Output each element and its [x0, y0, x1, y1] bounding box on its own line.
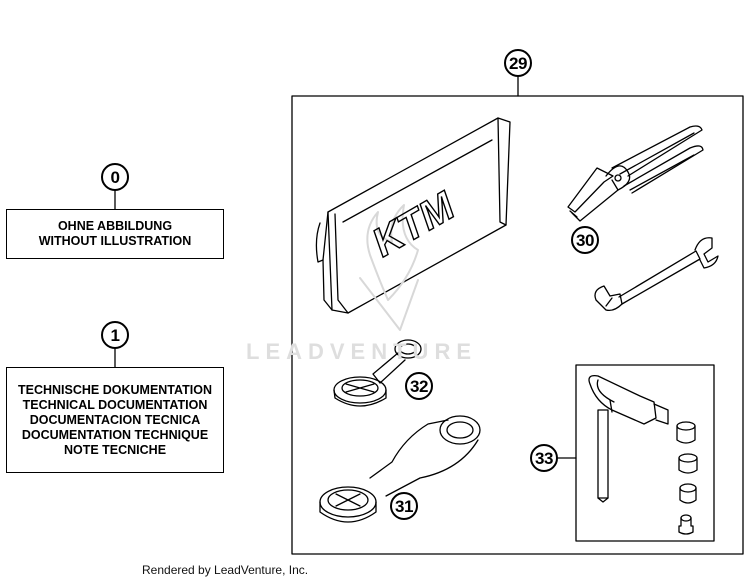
callout-33[interactable]: 33 [530, 444, 558, 472]
pliers [567, 125, 704, 222]
info-box-line: TECHNISCHE DOKUMENTATION [18, 382, 212, 397]
callout-0[interactable]: 0 [101, 163, 129, 191]
watermark: LEADVENTURE [246, 339, 478, 364]
info-box-line: DOCUMENTACION TECNICA [29, 412, 201, 427]
hex-bit-2 [678, 453, 698, 474]
tool-kit-frame [291, 95, 744, 555]
ring-spanner-large [319, 415, 481, 523]
hex-bit-3 [679, 483, 697, 504]
callout-31[interactable]: 31 [390, 492, 418, 520]
info-box-line: TECHNICAL DOCUMENTATION [22, 397, 208, 412]
hex-tool-set-frame [575, 364, 715, 542]
info-box-line: OHNE ABBILDUNG [57, 219, 173, 233]
tool-pouch [315, 117, 511, 331]
ring-spanner-small [333, 339, 422, 407]
callout-30[interactable]: 30 [571, 226, 599, 254]
callout-29[interactable]: 29 [504, 49, 532, 77]
callout-32[interactable]: 32 [405, 372, 433, 400]
info-box-line: WITHOUT ILLUSTRATION [38, 234, 192, 248]
ktm-logo: KTM [364, 182, 464, 266]
info-box-line: NOTE TECNICHE [63, 442, 167, 457]
t-handle-hex-driver [588, 375, 669, 503]
hex-bit-1 [676, 421, 696, 444]
callout-1[interactable]: 1 [101, 321, 129, 349]
info-box-technical-documentation: TECHNISCHE DOKUMENTATION TECHNICAL DOCUM… [6, 367, 224, 473]
open-end-wrench [594, 237, 719, 312]
svg-text:KTM: KTM [365, 183, 463, 265]
render-credit: Rendered by LeadVenture, Inc. [142, 563, 309, 577]
info-box-without-illustration: OHNE ABBILDUNG WITHOUT ILLUSTRATION [6, 209, 224, 259]
hex-bit-4 [678, 514, 694, 535]
info-box-line: DOCUMENTATION TECHNIQUE [21, 427, 209, 442]
